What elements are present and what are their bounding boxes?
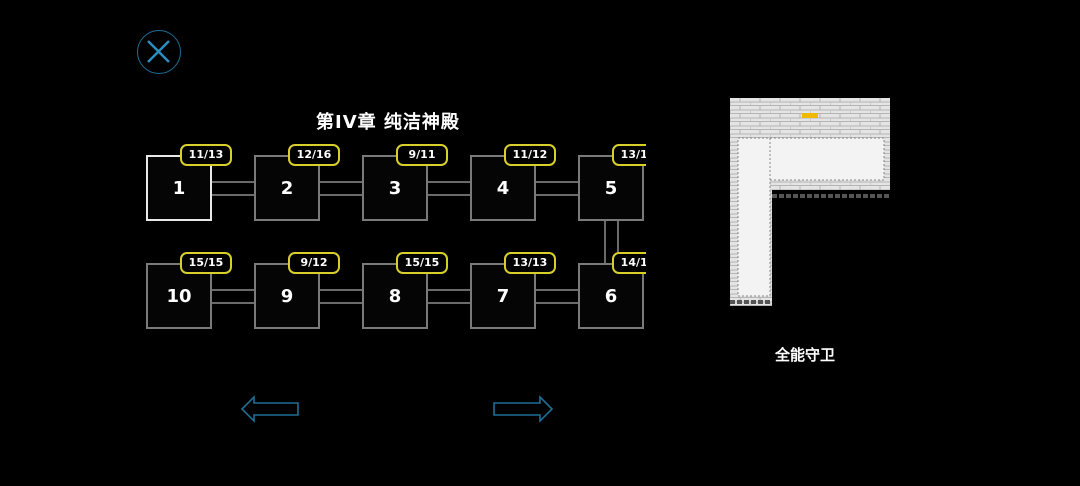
level-number: 1 [172, 177, 186, 199]
path-connector [428, 289, 470, 304]
level-9-button[interactable]: 9 [254, 263, 320, 329]
level-score-badge: 9/12 [288, 252, 340, 274]
level-score-badge: 13/13 [504, 252, 556, 274]
level-score-badge: 12/16 [288, 144, 340, 166]
level-score-badge: 13/13 [612, 144, 646, 166]
path-connector [428, 181, 470, 196]
level-map: 1 11/13 2 12/16 3 9/11 4 11/12 5 13/13 6 14/14 7 13/1… [140, 140, 646, 340]
next-page-arrow-icon[interactable] [492, 394, 554, 424]
level-number: 3 [388, 177, 402, 199]
level-number: 6 [604, 285, 618, 307]
level-preview-image [730, 98, 890, 306]
level-3-button[interactable]: 3 [362, 155, 428, 221]
level-number: 8 [388, 285, 402, 307]
close-icon [147, 40, 170, 63]
level-score-badge: 15/15 [396, 252, 448, 274]
level-number: 7 [496, 285, 510, 307]
level-score-badge: 11/12 [504, 144, 556, 166]
chapter-title: 第IV章 纯洁神殿 [316, 112, 460, 133]
level-7-button[interactable]: 7 [470, 263, 536, 329]
level-number: 9 [280, 285, 294, 307]
level-2-button[interactable]: 2 [254, 155, 320, 221]
level-score-badge: 15/15 [180, 252, 232, 274]
level-number: 4 [496, 177, 510, 199]
level-4-button[interactable]: 4 [470, 155, 536, 221]
prev-page-arrow-icon[interactable] [240, 394, 302, 424]
path-connector [212, 289, 254, 304]
level-10-button[interactable]: 10 [146, 263, 212, 329]
level-number: 2 [280, 177, 294, 199]
level-score-badge: 14/14 [612, 252, 646, 274]
level-score-badge: 11/13 [180, 144, 232, 166]
preview-name: 全能守卫 [775, 346, 836, 364]
path-connector [536, 289, 578, 304]
path-connector [604, 221, 619, 263]
path-connector [320, 289, 362, 304]
path-connector [536, 181, 578, 196]
level-score-badge: 9/11 [396, 144, 448, 166]
level-6-button[interactable]: 6 [578, 263, 644, 329]
path-connector [212, 181, 254, 196]
close-button[interactable] [137, 30, 181, 74]
level-5-button[interactable]: 5 [578, 155, 644, 221]
path-connector [320, 181, 362, 196]
level-number: 5 [604, 177, 618, 199]
level-number: 10 [166, 285, 192, 307]
level-1-button[interactable]: 1 [146, 155, 212, 221]
level-8-button[interactable]: 8 [362, 263, 428, 329]
